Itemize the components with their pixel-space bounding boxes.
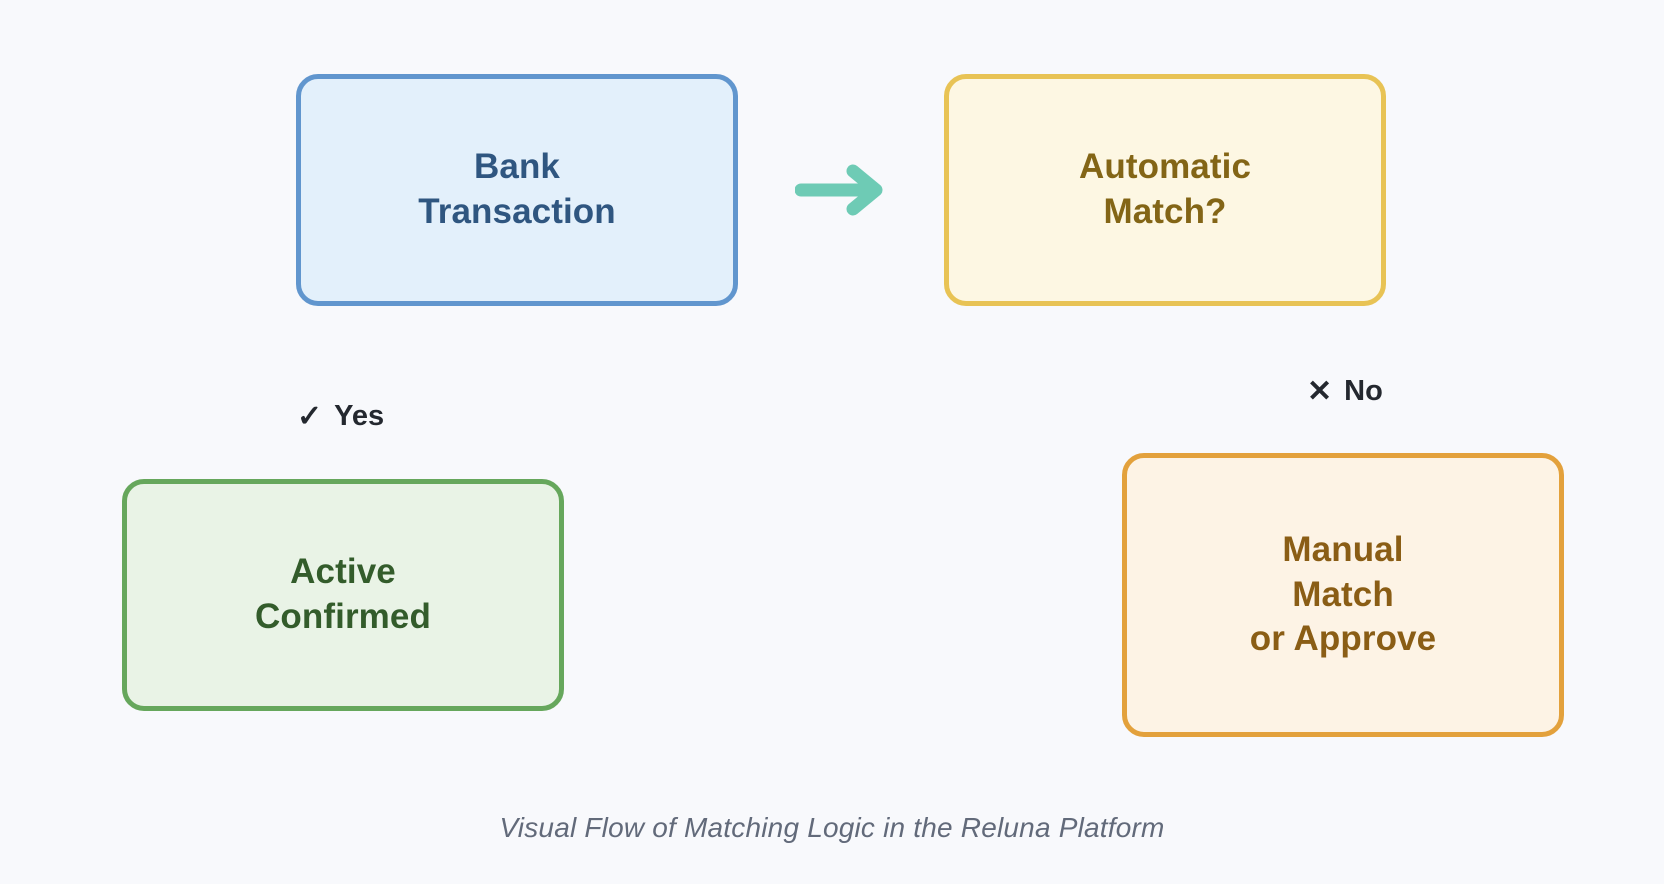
branch-label-no-text: No bbox=[1344, 375, 1383, 407]
node-bank-transaction-line2: Transaction bbox=[418, 192, 616, 231]
node-active-confirmed[interactable]: Active Confirmed bbox=[122, 479, 564, 711]
node-active-confirmed-line1: Active bbox=[290, 552, 396, 592]
node-manual-match-line2: Match bbox=[1292, 574, 1394, 614]
check-icon: ✓ bbox=[297, 399, 323, 433]
cross-icon: ✕ bbox=[1307, 374, 1333, 408]
arrow-right-icon bbox=[794, 162, 887, 218]
branch-label-yes-text: Yes bbox=[334, 400, 385, 432]
node-automatic-match-line2: Match? bbox=[1103, 192, 1227, 231]
node-manual-match-line1: Manual bbox=[1282, 529, 1404, 569]
node-automatic-match-line1: Automatic bbox=[1078, 147, 1252, 187]
node-bank-transaction[interactable]: Bank Transaction bbox=[296, 74, 738, 306]
node-active-confirmed-line2: Confirmed bbox=[255, 597, 431, 636]
diagram-caption: Visual Flow of Matching Logic in the Rel… bbox=[499, 812, 1165, 843]
branch-label-no: ✕ No bbox=[1307, 375, 1383, 408]
node-manual-match-line3: or Approve bbox=[1249, 619, 1437, 659]
node-automatic-match[interactable]: Automatic Match? bbox=[944, 74, 1386, 306]
node-manual-match[interactable]: Manual Match or Approve bbox=[1122, 453, 1564, 737]
branch-label-yes: ✓ Yes bbox=[297, 400, 384, 433]
node-bank-transaction-line1: Bank bbox=[474, 147, 560, 187]
